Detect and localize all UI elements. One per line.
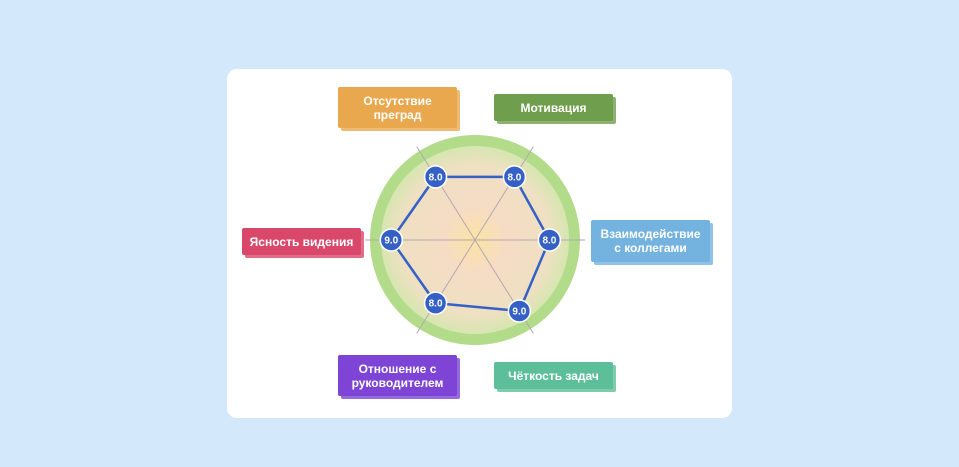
radar-value-label: 8.0: [429, 172, 443, 183]
radar-spoke: [416, 239, 476, 334]
radar-point: [423, 291, 448, 315]
axis-label-text: Мотивация: [520, 100, 587, 115]
axis-label-text: Отношение с руководителем: [351, 361, 444, 390]
radar-point: [379, 228, 404, 252]
radar-point: [537, 228, 562, 252]
axis-label: Ясность видения: [242, 228, 361, 255]
axis-label-text: Ясность видения: [249, 234, 354, 249]
radar-value-label: 9.0: [384, 236, 398, 247]
axis-label: Отсутствие преград: [338, 87, 457, 128]
axis-label-text: Чёткость задач: [508, 368, 599, 383]
radar-spoke: [416, 146, 476, 241]
radar-point: [502, 165, 527, 189]
axis-label: Мотивация: [494, 94, 613, 121]
axis-label: Чёткость задач: [494, 362, 613, 389]
radar-value-label: 8.0: [507, 172, 521, 183]
radar-value-label: 9.0: [512, 306, 526, 317]
axis-label-text: Взаимодействие с коллегами: [600, 227, 701, 255]
axis-label-text: Отсутствие преград: [363, 93, 432, 122]
radar-value-label: 8.0: [542, 236, 556, 247]
axis-label: Взаимодействие с коллегами: [591, 220, 710, 262]
radar-spoke: [474, 146, 534, 241]
radar-point: [507, 299, 532, 323]
radar-point: [423, 165, 448, 189]
axis-label: Отношение с руководителем: [338, 355, 457, 396]
radar-value-label: 8.0: [429, 299, 443, 310]
